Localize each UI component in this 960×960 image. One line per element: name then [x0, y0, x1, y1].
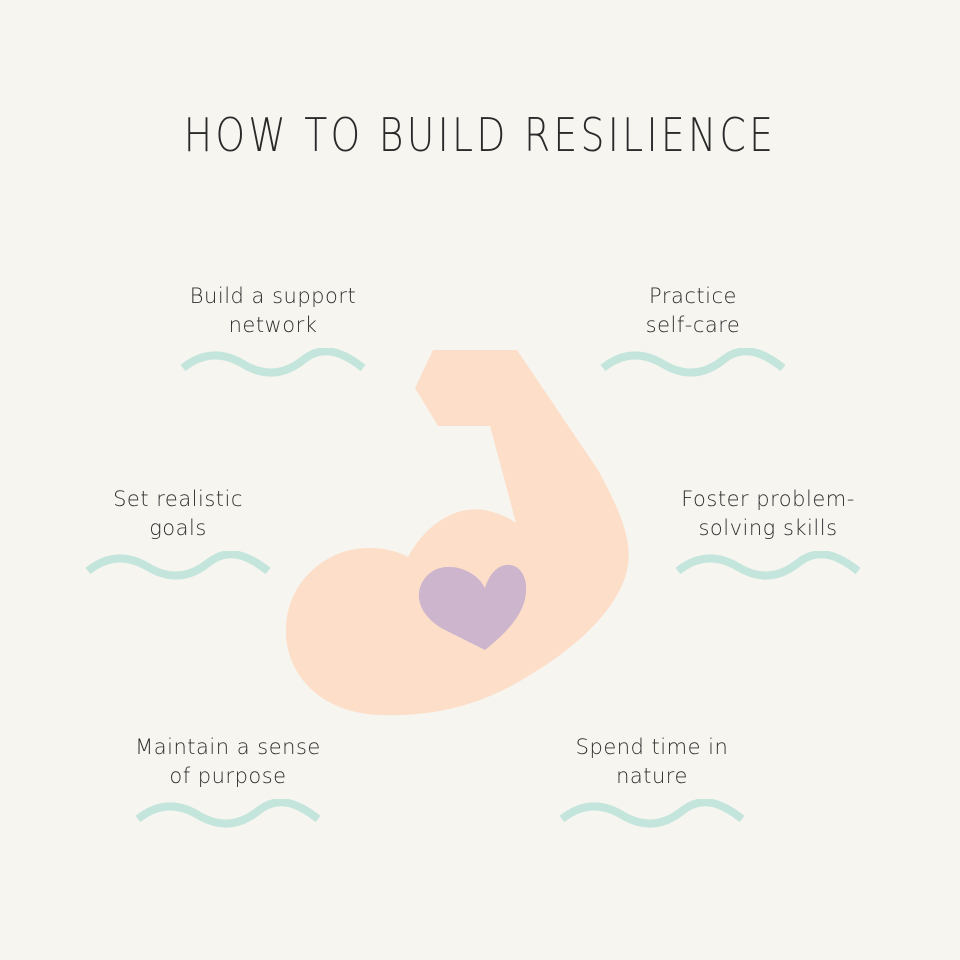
tip-text-line-2: solving skills [698, 516, 838, 540]
wave-divider-icon [180, 348, 366, 377]
flexed-arm-icon [285, 350, 629, 716]
tip-text-line-1: Maintain a sense [135, 735, 321, 759]
wave-divider-icon [559, 799, 745, 828]
tip-text-line-1: Spend time in [575, 735, 729, 759]
tip-text-line-2: nature [616, 764, 688, 788]
tip-text-line-2: network [228, 313, 318, 337]
tip-realistic-goals: Set realistic goals [68, 485, 288, 581]
tip-text-line-2: goals [149, 516, 207, 540]
tip-text-line-2: of purpose [169, 764, 287, 788]
tip-text-line-2: self-care [645, 313, 741, 337]
heart-icon [418, 564, 527, 650]
tip-problem-solving: Foster problem- solving skills [658, 485, 878, 581]
page-title: HOW TO BUILD RESILIENCE [183, 108, 777, 162]
tip-self-care: Practice self-care [583, 282, 803, 378]
tip-support-network: Build a support network [163, 282, 383, 378]
tip-text-line-1: Practice [649, 284, 737, 308]
tip-nature: Spend time in nature [542, 733, 762, 829]
tip-text-line-1: Set realistic [113, 487, 243, 511]
tip-text-line-1: Foster problem- [681, 487, 855, 511]
tip-sense-of-purpose: Maintain a sense of purpose [118, 733, 338, 829]
wave-divider-icon [85, 551, 271, 580]
tip-text-line-1: Build a support [189, 284, 357, 308]
wave-divider-icon [135, 799, 321, 828]
wave-divider-icon [600, 348, 786, 377]
wave-divider-icon [675, 551, 861, 580]
